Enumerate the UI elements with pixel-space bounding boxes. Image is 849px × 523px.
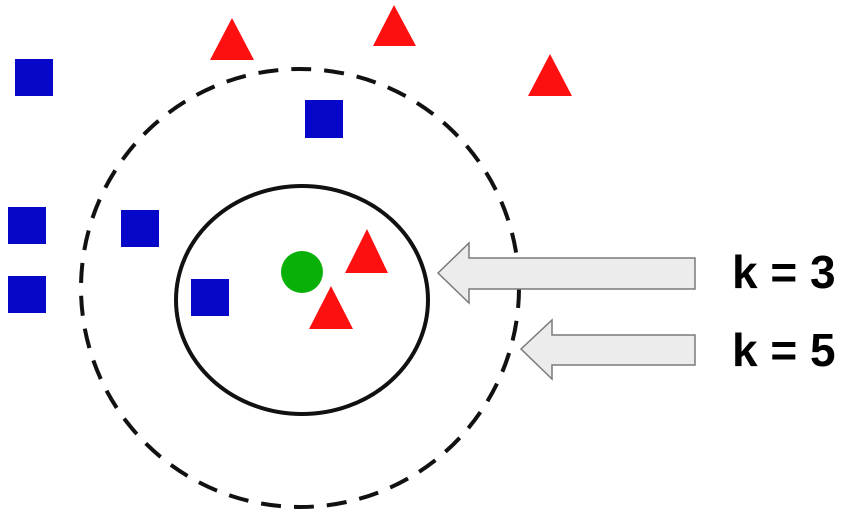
k5-label: k = 5 [732,324,836,376]
class-b-triangle [210,18,254,60]
class-b-triangle [528,54,572,96]
class-b-triangle [373,5,416,46]
k3-arrow [436,241,696,305]
class-b-triangle [345,229,388,273]
class-a-square [121,210,159,247]
class-b-triangle [309,286,353,329]
k3-label: k = 3 [732,246,836,298]
query-point-circle [281,251,323,293]
k5-arrow [519,318,696,381]
class-a-square [8,207,46,244]
class-a-square [8,276,46,313]
class-a-square [305,100,343,138]
class-a-square [15,59,53,96]
class-a-square [191,279,229,316]
k3-neighborhood-solid-circle [174,184,430,416]
